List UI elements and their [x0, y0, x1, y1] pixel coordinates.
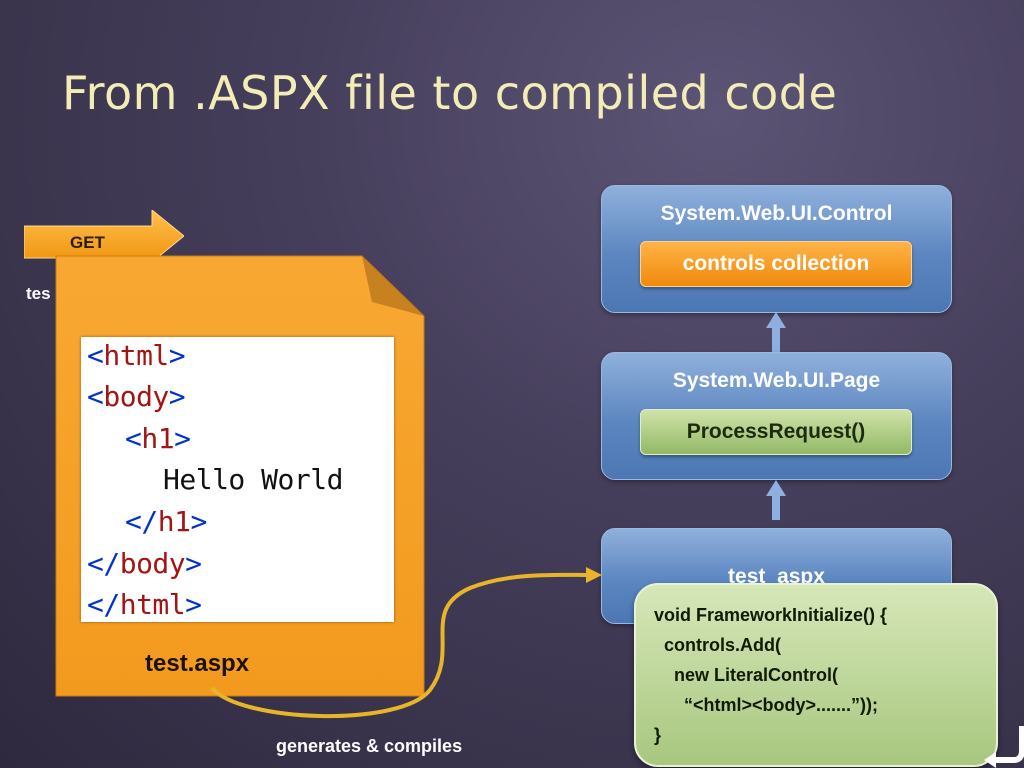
- controls-collection-pill: controls collection: [640, 241, 912, 287]
- code-text: Hello World: [163, 463, 343, 496]
- process-request-pill: ProcessRequest(): [640, 409, 912, 455]
- generated-code-line: controls.Add(: [654, 635, 781, 655]
- code-bracket: <: [87, 380, 104, 413]
- generated-code-bubble: void FrameworkInitialize() { controls.Ad…: [634, 583, 998, 767]
- generates-compiles-caption: generates & compiles: [276, 736, 463, 756]
- inheritance-arrow-icon: [766, 480, 786, 520]
- get-request-arrow: [24, 210, 184, 262]
- code-bracket: <: [125, 422, 142, 455]
- request-path-fragment: tes: [26, 284, 51, 303]
- code-line: <html>: [87, 339, 186, 372]
- code-tag: body: [119, 547, 186, 580]
- control-class-box: System.Web.UI.Control controls collectio…: [601, 185, 952, 313]
- code-bracket: >: [190, 505, 207, 538]
- code-bracket: >: [185, 588, 202, 621]
- code-line: </h1>: [125, 505, 207, 538]
- code-bracket: >: [168, 339, 186, 372]
- control-class-title: System.Web.UI.Control: [660, 202, 893, 225]
- code-bracket: >: [168, 380, 186, 413]
- code-tag: h1: [141, 422, 175, 455]
- aspx-file-name: test.aspx: [145, 650, 250, 677]
- generated-code-line: void FrameworkInitialize() {: [654, 605, 888, 625]
- slide-title: From .ASPX file to compiled code: [62, 66, 838, 120]
- code-bracket: </: [87, 547, 120, 580]
- code-tag: html: [103, 339, 169, 372]
- inheritance-arrow-icon: [766, 312, 786, 352]
- generated-code-line: new LiteralControl(: [654, 665, 839, 685]
- code-line: <h1>: [125, 422, 191, 455]
- code-bracket: <: [87, 339, 104, 372]
- code-bracket: >: [174, 422, 191, 455]
- page-class-title: System.Web.UI.Page: [672, 369, 881, 392]
- compiled-class-title: test_aspx: [728, 565, 825, 588]
- code-tag: html: [119, 588, 186, 621]
- corner-logo-icon: [984, 726, 1024, 768]
- code-bracket: </: [87, 588, 120, 621]
- code-tag: body: [103, 380, 169, 413]
- code-line: </html>: [87, 588, 202, 621]
- code-bracket: >: [185, 547, 202, 580]
- code-line: </body>: [87, 547, 202, 580]
- page-class-box: System.Web.UI.Page ProcessRequest(): [601, 352, 952, 480]
- generated-code-line: }: [654, 725, 662, 745]
- generated-code-line: “<html><body>.......”));: [654, 695, 879, 715]
- aspx-code-panel: <html> <body> <h1> Hello World </h1> </b…: [81, 337, 394, 622]
- code-tag: h1: [157, 505, 191, 538]
- get-method-label: GET: [70, 233, 105, 252]
- code-bracket: </: [125, 505, 158, 538]
- code-line: <body>: [87, 380, 186, 413]
